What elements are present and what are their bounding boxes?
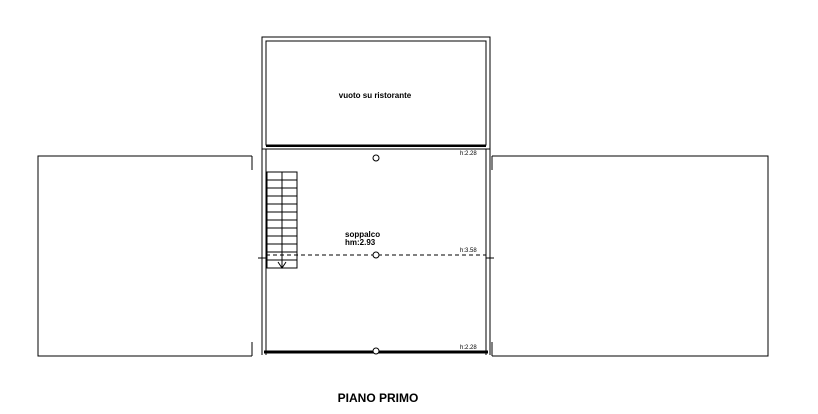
light-fixture-icon xyxy=(372,251,380,259)
stair-arrow-icon xyxy=(277,261,287,269)
left-wing xyxy=(37,155,253,357)
right-wing xyxy=(491,155,769,357)
light-fixture-icon xyxy=(372,154,380,162)
mezzanine-height-label: hm:2.93 xyxy=(345,238,376,247)
mezzanine-walls xyxy=(258,145,494,355)
plan-title: PIANO PRIMO xyxy=(338,391,419,405)
height-label-bottom: h:2.28 xyxy=(460,345,477,351)
staircase xyxy=(266,171,298,269)
mezzanine-label: soppalco xyxy=(345,230,380,239)
light-fixture-icon xyxy=(372,347,380,355)
void-room-label: vuoto su ristorante xyxy=(339,91,412,100)
height-label-middle: h:3.58 xyxy=(460,248,477,254)
height-label-top: h:2.28 xyxy=(460,151,477,157)
